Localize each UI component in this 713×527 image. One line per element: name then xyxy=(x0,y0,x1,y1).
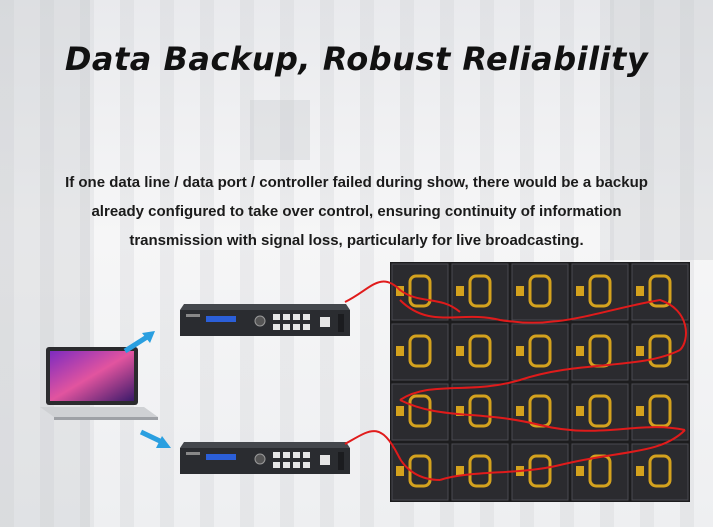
cabinet-lock xyxy=(636,466,644,476)
background-building xyxy=(0,0,90,527)
cabinet-lock xyxy=(396,286,404,296)
cabinet-lock xyxy=(576,286,584,296)
description-text: If one data line / data port / controlle… xyxy=(65,174,648,249)
cabinet-lock xyxy=(396,406,404,416)
cabinet-lock xyxy=(576,466,584,476)
background-building xyxy=(610,0,713,260)
cabinet-lock xyxy=(396,466,404,476)
cabinet-lock xyxy=(636,286,644,296)
cabinet-lock xyxy=(456,466,464,476)
background-building xyxy=(250,100,310,160)
cabinet-lock xyxy=(576,346,584,356)
arrow-icon xyxy=(123,331,155,354)
cabinet-lock xyxy=(636,406,644,416)
cabinet-lock xyxy=(516,286,524,296)
cabinet-lock xyxy=(456,346,464,356)
arrow-icon xyxy=(139,429,171,448)
laptop-icon xyxy=(40,347,158,420)
cabinet-lock xyxy=(576,406,584,416)
video-controller-icon xyxy=(180,304,350,336)
led-cabinet-icon xyxy=(390,262,690,502)
cabinet-lock xyxy=(396,346,404,356)
cabinet-lock xyxy=(516,346,524,356)
page-title: Data Backup, Robust Reliability xyxy=(64,40,649,78)
cabinet-lock xyxy=(516,406,524,416)
cabinet-lock xyxy=(456,406,464,416)
video-controller-icon xyxy=(180,442,350,474)
cabinet-lock xyxy=(516,466,524,476)
cabinet-lock xyxy=(456,286,464,296)
cabinet-lock xyxy=(636,346,644,356)
